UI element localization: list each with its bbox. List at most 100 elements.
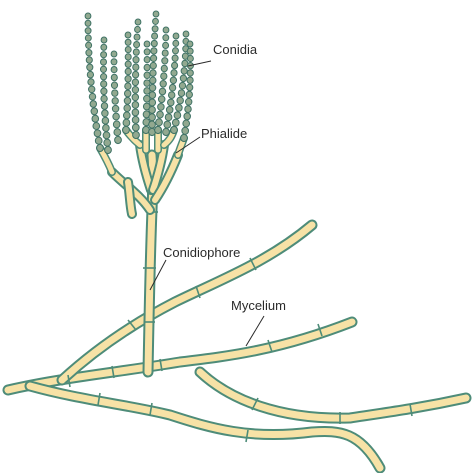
conidium-spore [125, 83, 131, 90]
conidium-spore [179, 82, 185, 89]
conidium-spore [105, 146, 112, 153]
conidium-spore [149, 106, 156, 113]
conidium-spore [85, 35, 91, 41]
conidium-spore [176, 104, 183, 111]
conidium-spore [168, 99, 175, 106]
conidium-spore [132, 101, 139, 108]
conidium-spore [185, 106, 192, 113]
conidium-spore [144, 49, 150, 55]
conidium-spore [151, 48, 157, 54]
conidium-spore [187, 48, 193, 54]
conidia-chain [111, 51, 121, 144]
conidium-spore [101, 37, 107, 43]
conidium-spore [161, 65, 167, 72]
hypha-right-branch [200, 372, 466, 418]
conidium-spore [101, 73, 107, 79]
conidium-spore [144, 56, 150, 62]
conidium-spore [101, 95, 107, 102]
conidium-spore [186, 91, 192, 98]
conidium-spore [135, 26, 141, 32]
conidium-spore [159, 88, 165, 95]
conidium-spore [101, 103, 107, 110]
conidium-spore [149, 92, 155, 99]
conidium-spore [185, 98, 191, 105]
conidium-spore [187, 55, 193, 61]
conidium-spore [132, 116, 139, 123]
conidium-spore [150, 77, 156, 84]
conidium-spore [133, 64, 139, 71]
conidium-spore [183, 120, 190, 127]
conidium-spore [163, 35, 169, 41]
conidium-spore [86, 50, 92, 56]
conidium-spore [86, 42, 92, 48]
conidium-spore [172, 119, 179, 126]
conidium-spore [92, 115, 99, 122]
conidium-spore [133, 49, 139, 55]
mycelium-hyphae [8, 225, 466, 468]
conidium-spore [115, 136, 122, 143]
conidium-spore [153, 11, 159, 17]
conidium-spore [123, 126, 130, 133]
label-mycelium: Mycelium [231, 298, 286, 346]
conidium-spore [172, 55, 178, 61]
conidium-spore [181, 68, 187, 75]
conidium-spore [162, 50, 168, 56]
phialide-label: Phialide [201, 126, 247, 141]
conidium-spore [103, 125, 110, 132]
conidium-spore [94, 130, 101, 137]
conidium-spore [169, 84, 175, 91]
conidium-spore [133, 131, 140, 138]
conidium-spore [86, 57, 92, 63]
conidium-spore [125, 39, 131, 45]
conidium-spore [158, 96, 165, 103]
conidium-spore [132, 79, 138, 86]
conidium-spore [123, 119, 130, 126]
conidium-spore [112, 105, 118, 112]
conidium-spore [183, 31, 189, 37]
conidium-spore [104, 139, 111, 146]
conidium-spore [162, 58, 168, 64]
conidium-spore [160, 80, 166, 87]
conidium-spore [132, 71, 138, 78]
conidium-spore [100, 66, 106, 72]
conidium-spore [177, 97, 184, 104]
conidium-spore [124, 97, 131, 104]
conidium-spore [173, 48, 179, 54]
conidium-spore [101, 52, 107, 58]
conidia-chain [132, 19, 141, 139]
conidium-spore [144, 72, 150, 78]
conidium-spore [173, 33, 179, 39]
conidium-spore [90, 101, 96, 108]
conidium-spore [124, 90, 130, 97]
conidium-spore [174, 112, 181, 119]
conidium-spore [144, 41, 150, 47]
conidium-spore [133, 56, 139, 62]
conidium-spore [157, 111, 164, 118]
conidium-spore [124, 105, 131, 112]
conidium-spore [111, 74, 117, 80]
conidium-spore [173, 40, 179, 46]
conidium-spore [149, 121, 156, 128]
conidium-spore [150, 70, 156, 77]
conidium-spore [178, 90, 184, 97]
conidium-spore [163, 27, 169, 33]
conidium-spore [111, 51, 117, 57]
conidium-spore [152, 26, 158, 32]
conidium-spore [101, 59, 107, 65]
conidium-spore [151, 40, 157, 46]
conidium-spore [149, 99, 156, 106]
conidium-spore [97, 144, 104, 151]
conidium-spore [168, 92, 174, 99]
conidium-spore [95, 137, 102, 144]
conidium-spore [132, 109, 139, 116]
conidium-spore [151, 55, 157, 61]
conidium-spore [85, 13, 91, 19]
conidium-spore [153, 18, 159, 24]
conidium-spore [144, 64, 150, 70]
conidium-spore [134, 34, 140, 40]
conidium-spore [155, 126, 162, 133]
conidium-spore [125, 68, 131, 75]
conidium-spore [87, 71, 93, 78]
conidium-spore [187, 77, 193, 84]
conidium-spore [165, 114, 172, 121]
